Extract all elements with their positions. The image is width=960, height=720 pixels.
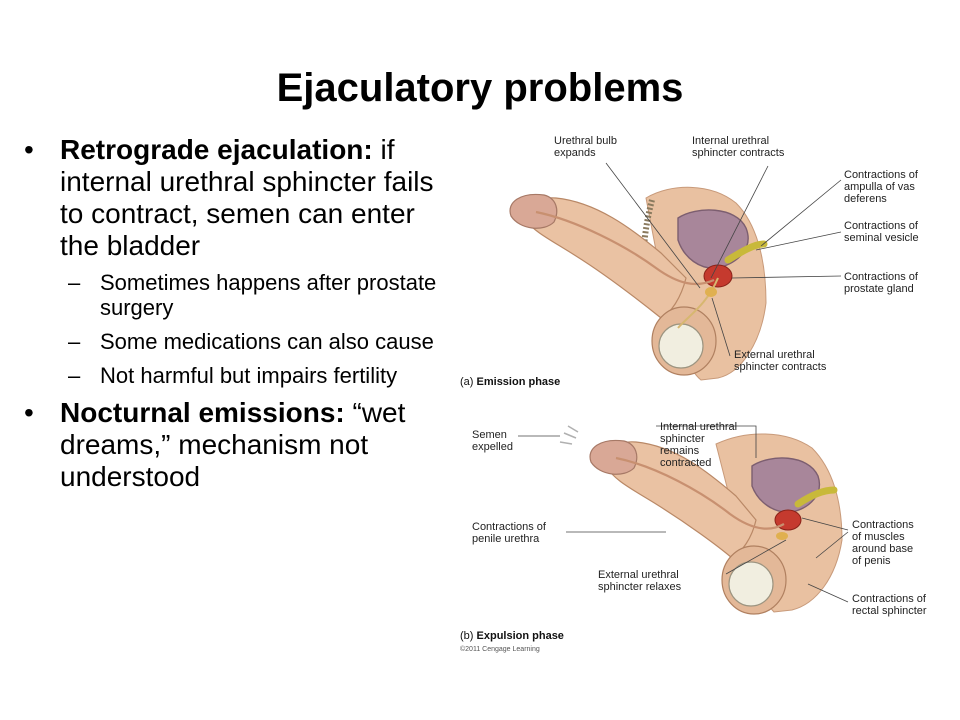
sub-bullet-text: Some medications can also cause [100,329,434,354]
ejaculation-diagram: Urethral bulb expands Internal urethral … [460,135,929,653]
bullet-dot: • [24,134,34,165]
sub-bullet-dash: – [68,363,81,388]
label-semen: Semen expelled [472,429,513,453]
caption-expulsion: (b) Expulsion phase [460,630,564,642]
semen-droplets [559,425,579,445]
label-external-relaxes: External urethral sphincter relaxes [598,569,682,593]
sub-bullet-dash: – [68,270,81,295]
label-ampulla: Contractions of ampulla of vas deferens [844,169,921,205]
urethral-bulb [705,287,717,297]
urethral-bulb [776,532,788,540]
glans [509,193,558,229]
sub-bullet-text: Not harmful but impairs fertility [100,363,398,388]
penis-shaft [602,441,757,559]
bullet-text: if internal urethral sphincter fails to … [60,134,434,261]
bullet-retrograde: • Retrograde ejaculation: if internal ur… [24,134,456,262]
label-rectal: Contractions of rectal sphincter [852,593,929,617]
panel-expulsion: Semen expelled Internal urethral sphinct… [460,421,929,653]
label-prostate: Contractions of prostate gland [844,271,921,295]
bullet-lead: Nocturnal emissions: [60,397,345,428]
penis-shaft [522,197,687,319]
copyright: ©2011 Cengage Learning [460,645,540,653]
slide-title: Ejaculatory problems [276,66,684,110]
testis [728,561,774,607]
pubic-hair [640,199,655,279]
label-bulb: Urethral bulb expands [554,135,620,159]
bullet-list: • Retrograde ejaculation: if internal ur… [24,134,456,493]
label-seminal-vesicle: Contractions of seminal vesicle [844,220,921,244]
seminal-vesicle [724,240,768,264]
sub-bullet-list: – Sometimes happens after prostate surge… [24,270,456,388]
glans [589,439,638,475]
vas-deferens [677,277,719,329]
label-external-sphincter: External urethral sphincter contracts [734,349,827,373]
sub-bullet: – Some medications can also cause [24,329,456,354]
sub-bullet: – Sometimes happens after prostate surge… [24,270,456,320]
label-internal-remains: Internal urethral sphincter remains cont… [660,421,740,469]
label-muscles: Contractions of muscles around base of p… [852,519,917,567]
label-internal-sphincter: Internal urethral sphincter contracts [692,135,785,159]
panel-emission: Urethral bulb expands Internal urethral … [460,135,921,388]
sub-bullet-text: Sometimes happens after prostate surgery [100,270,437,320]
caption-emission: (a) Emission phase [460,376,560,388]
sub-bullet: – Not harmful but impairs fertility [24,363,456,388]
label-penile-urethra: Contractions of penile urethra [472,521,549,545]
urethra [535,210,715,286]
sub-bullet-dash: – [68,329,81,354]
bullet-text: “wet dreams,” mechanism not understood [60,397,406,492]
testis [658,323,704,369]
bullet-nocturnal: • Nocturnal emissions: “wet dreams,” mec… [24,397,456,493]
bullet-lead: Retrograde ejaculation: [60,134,373,165]
urethra [615,456,785,530]
seminal-vesicle [794,486,838,508]
prostate [703,264,733,288]
bullet-dot: • [24,397,34,428]
